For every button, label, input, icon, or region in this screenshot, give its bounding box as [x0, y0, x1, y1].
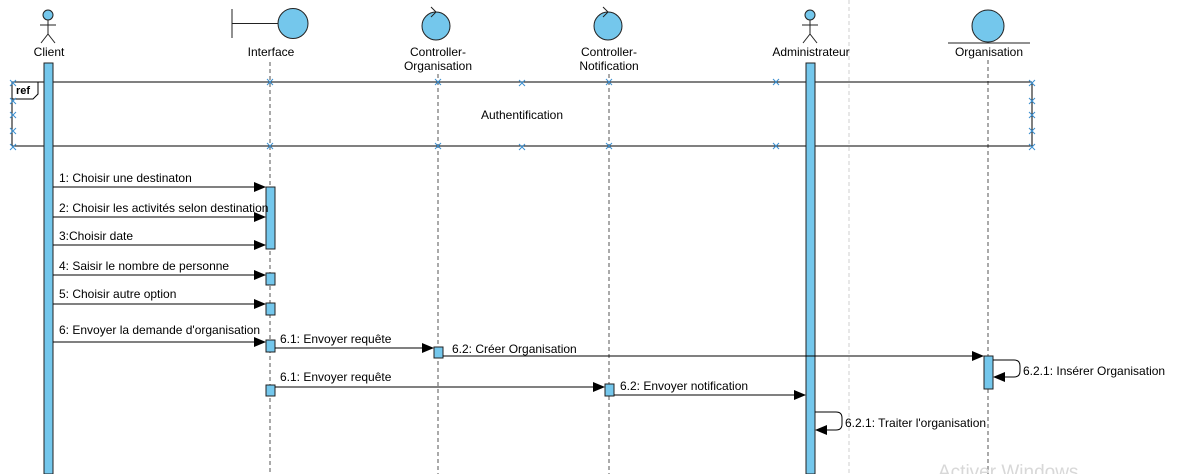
message-6-2-a: 6.2: Créer Organisation [452, 342, 577, 356]
selection-handles [9, 78, 1036, 151]
participant-organisation: Organisation [955, 45, 1023, 59]
message-6-2-1-b: 6.2.1: Traiter l'organisation [845, 416, 986, 430]
participant-client: Client [34, 45, 65, 59]
message-2: 2: Choisir les activités selon destinati… [59, 201, 268, 215]
participant-controller-organisation-line1: Controller- [410, 45, 466, 59]
message-4: 4: Saisir le nombre de personne [59, 259, 229, 273]
arrow-m621a [993, 359, 1021, 382]
message-3: 3:Choisir date [59, 229, 133, 243]
messages [53, 182, 1021, 435]
activation-interface-4 [265, 339, 276, 353]
participant-controller-notification-line2: Notification [579, 59, 638, 73]
activation-interface-2 [265, 272, 276, 286]
message-6-2-b: 6.2: Envoyer notification [620, 379, 748, 393]
message-6-1-a: 6.1: Envoyer requête [280, 332, 392, 346]
participant-interface: Interface [248, 45, 295, 59]
activation-interface-5 [265, 384, 276, 397]
participant-administrateur: Administrateur [772, 45, 849, 59]
ref-label: Authentification [481, 108, 563, 122]
activation-bars [265, 186, 994, 397]
entity-organisation-icon [948, 9, 1030, 44]
actor-client-icon [40, 9, 56, 44]
activation-controller-notification [604, 383, 615, 397]
message-6: 6: Envoyer la demande d'organisation [59, 323, 260, 337]
activation-interface-1 [265, 186, 276, 250]
control-organisation-icon [421, 6, 451, 41]
activation-client [43, 62, 54, 474]
message-1: 1: Choisir une destinaton [59, 171, 192, 185]
boundary-interface-icon [231, 8, 309, 39]
activate-windows-watermark: Activer Windows [938, 462, 1078, 474]
ref-tag-box [11, 81, 39, 100]
lifelines [269, 60, 989, 474]
actor-administrateur-icon [802, 9, 818, 44]
participant-controller-notification-line1: Controller- [581, 45, 637, 59]
message-5: 5: Choisir autre option [59, 287, 176, 301]
ref-fragment: ref Authentification [11, 81, 1033, 147]
message-6-2-1-a: 6.2.1: Insérer Organisation [1023, 364, 1165, 378]
activation-controller-organisation [433, 346, 444, 359]
participant-controller-organisation-line2: Organisation [404, 59, 472, 73]
control-notification-icon [593, 6, 623, 41]
ref-tag: ref [16, 85, 30, 97]
arrow-m621b [815, 411, 843, 435]
activation-administrateur [805, 62, 816, 474]
activation-interface-3 [265, 302, 276, 316]
activation-organisation [983, 355, 994, 390]
message-6-1-b: 6.1: Envoyer requête [280, 370, 392, 384]
